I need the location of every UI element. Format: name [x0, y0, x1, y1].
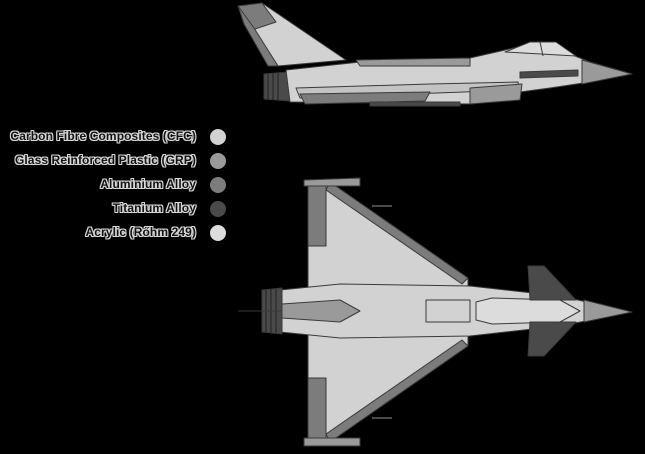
side-ventral: [299, 91, 431, 105]
legend-label: Aluminium Alloy: [100, 177, 196, 191]
legend-label: Titanium Alloy: [112, 201, 196, 215]
legend-item-acrylic: Acrylic (Rőhm 249): [0, 222, 230, 246]
top-wing-leading-edge-upper: [325, 181, 469, 285]
legend-item-cfc: Carbon Fibre Composites (CFC): [0, 126, 230, 150]
top-spine: [281, 299, 361, 323]
top-nose: [583, 299, 633, 323]
legend-swatch: [210, 201, 226, 217]
top-intake: [425, 299, 471, 323]
top-flaperon-lower: [307, 377, 327, 439]
legend-label: Carbon Fibre Composites (CFC): [10, 129, 196, 143]
top-wingtip-lower: [303, 437, 361, 447]
side-gear-door: [369, 101, 461, 107]
legend-swatch: [210, 177, 226, 193]
fin-rudder: [237, 5, 279, 67]
side-nose: [581, 59, 633, 85]
aircraft-top-view: [238, 177, 633, 447]
legend-swatch: [210, 153, 226, 169]
top-flaperon-upper: [307, 185, 327, 247]
legend-label: Acrylic (Rőhm 249): [85, 225, 196, 239]
dorsal-spine: [355, 57, 471, 67]
side-intake: [469, 83, 523, 105]
top-canopy: [475, 297, 581, 325]
aircraft-side-view: [237, 2, 633, 107]
materials-legend: Carbon Fibre Composites (CFC) Glass Rein…: [0, 126, 230, 246]
top-wing-leading-edge-lower: [325, 339, 469, 443]
top-wingtip-upper: [303, 177, 361, 187]
legend-swatch: [210, 129, 226, 145]
legend-item-grp: Glass Reinforced Plastic (GRP): [0, 150, 230, 174]
side-canopy: [504, 41, 577, 57]
legend-item-titanium: Titanium Alloy: [0, 198, 230, 222]
legend-swatch: [210, 225, 226, 241]
legend-item-aluminium: Aluminium Alloy: [0, 174, 230, 198]
legend-label: Glass Reinforced Plastic (GRP): [14, 153, 196, 167]
side-pylon: [519, 69, 579, 79]
top-canard-lower: [527, 321, 577, 357]
top-canard-upper: [527, 265, 577, 301]
